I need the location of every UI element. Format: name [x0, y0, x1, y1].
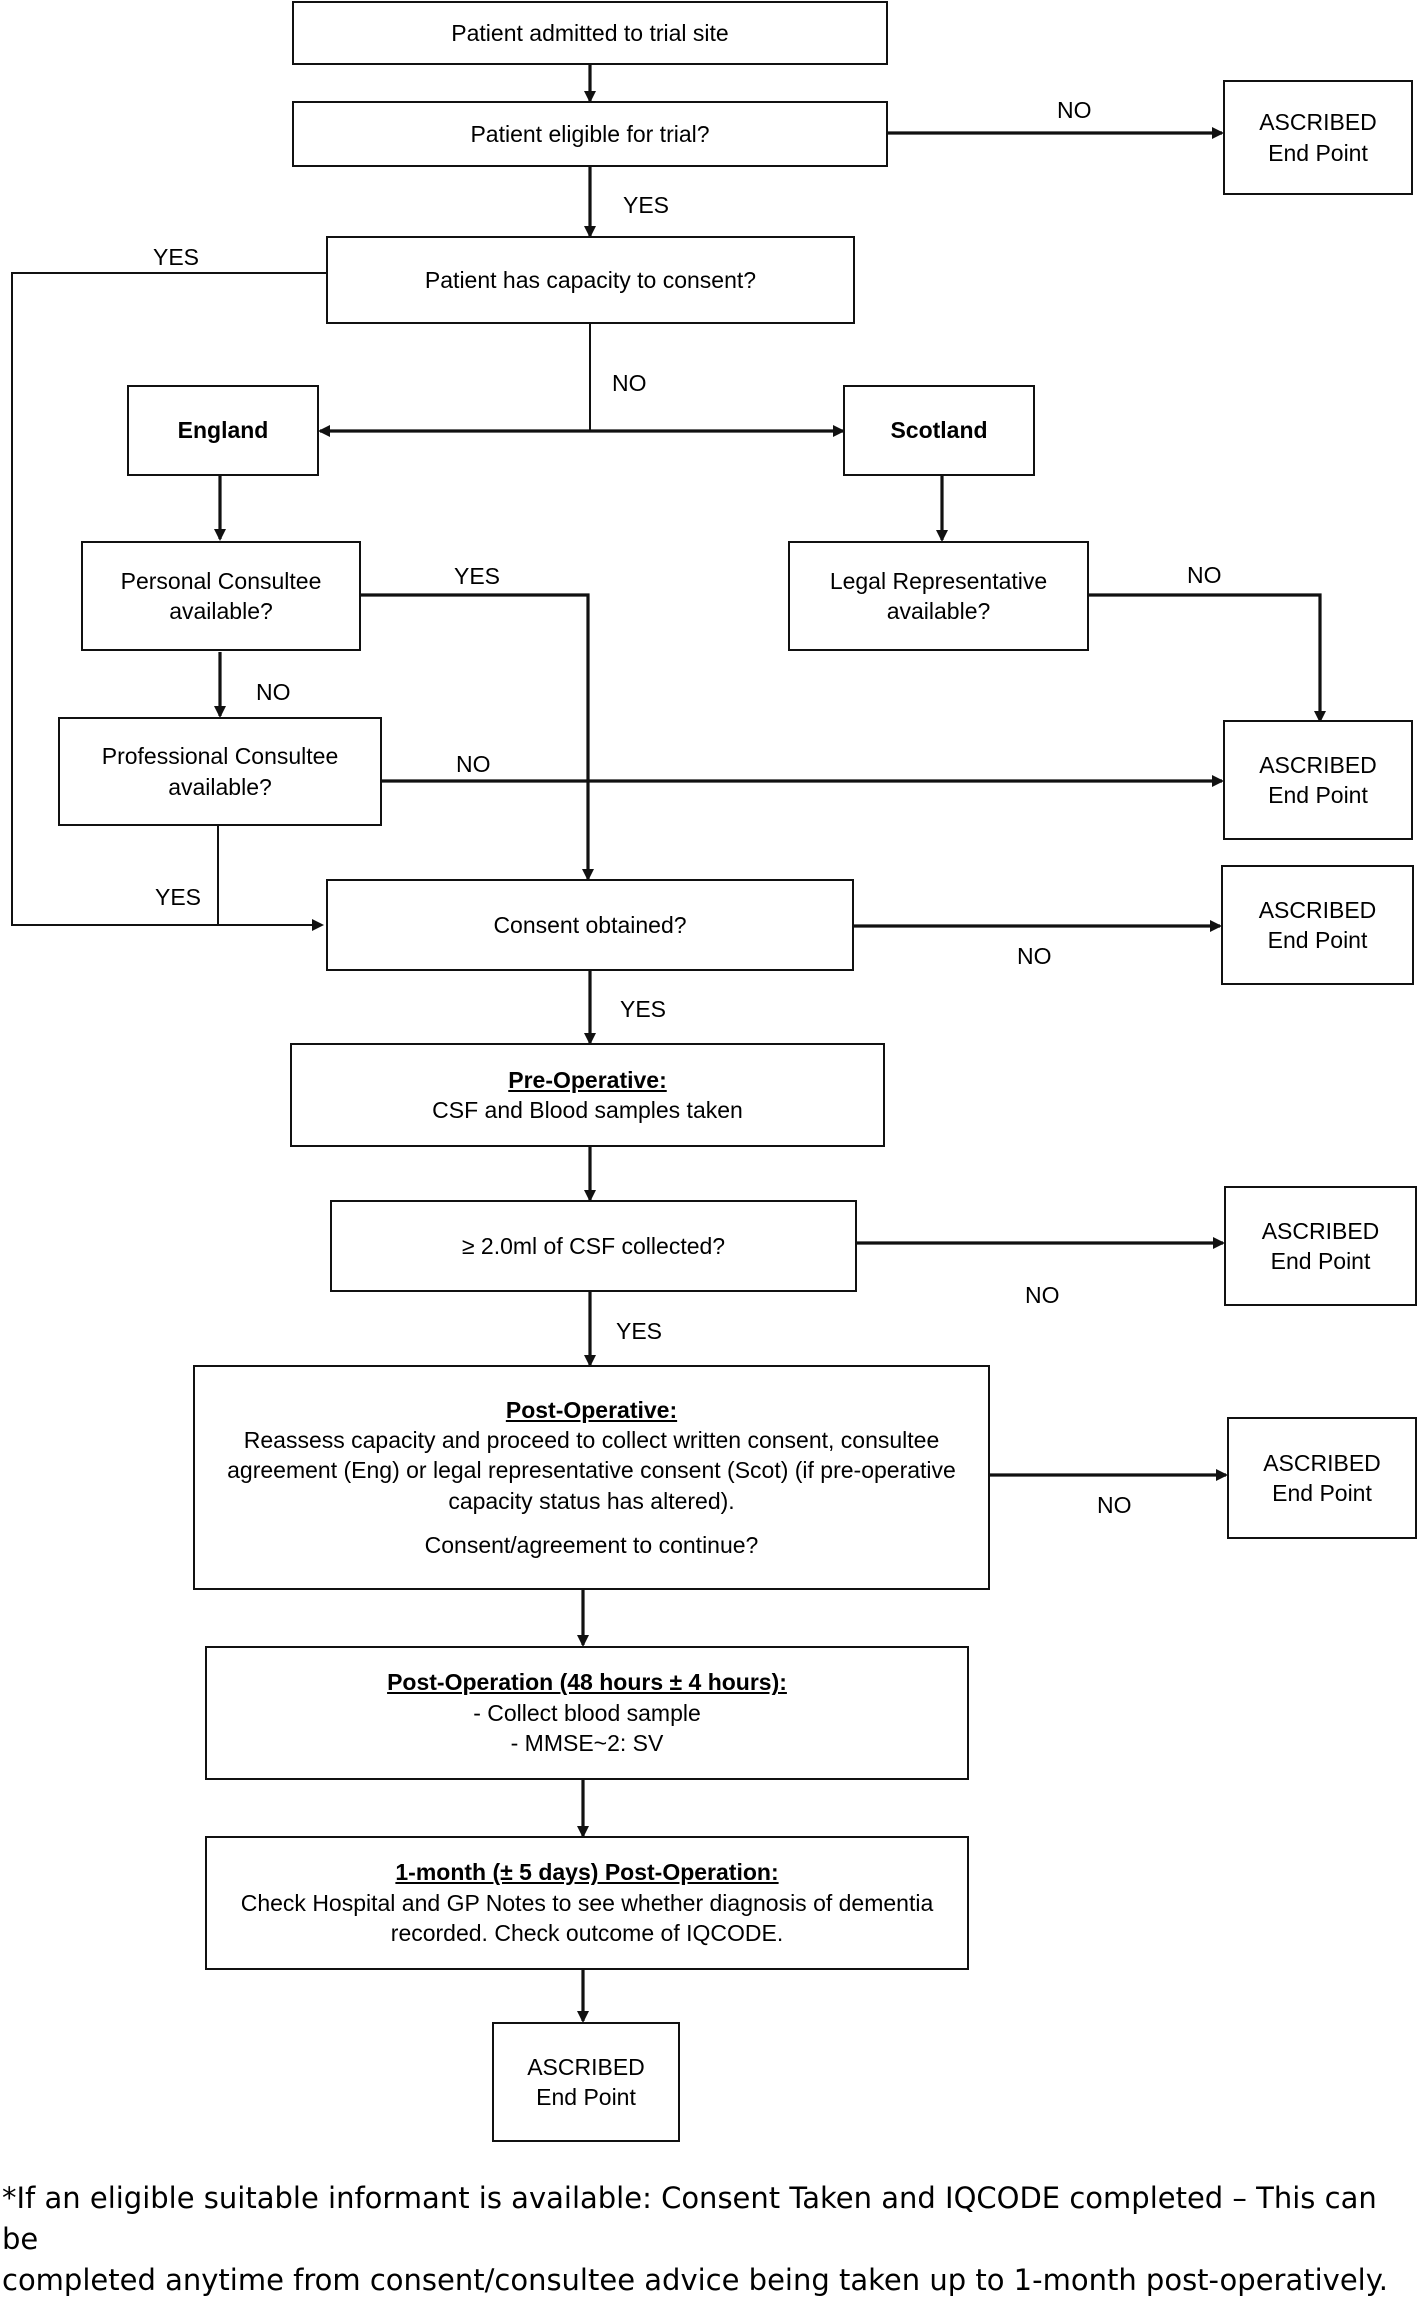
- node-admitted-text: Patient admitted to trial site: [451, 19, 729, 46]
- node-one-month: 1-month (± 5 days) Post-Operation: Check…: [205, 1836, 969, 1970]
- node-personal-line2: available?: [169, 598, 273, 624]
- node-legal-line2: available?: [886, 598, 991, 624]
- node-month-line2: recorded. Check outcome of IQCODE.: [390, 1920, 784, 1947]
- node-month-line1: Check Hospital and GP Notes to see wheth…: [240, 1889, 934, 1916]
- label-consent-no: NO: [1017, 943, 1052, 969]
- node-professional-line2: available?: [168, 773, 272, 800]
- arrow-personal-yes: [360, 593, 594, 881]
- node-post-48h: Post-Operation (48 hours ± 4 hours): - C…: [205, 1646, 969, 1780]
- endpoint-1: ASCRIBED End Point: [1223, 80, 1413, 195]
- endpoint-5-line1: ASCRIBED: [1263, 1449, 1381, 1476]
- node-consent-obtained: Consent obtained?: [326, 879, 854, 971]
- node-postop-line1: Reassess capacity and proceed to collect…: [243, 1426, 940, 1453]
- footnote: *If an eligible suitable informant is av…: [2, 2178, 1412, 2301]
- node-month-heading: 1-month (± 5 days) Post-Operation:: [395, 1859, 779, 1886]
- label-eligible-no: NO: [1057, 97, 1092, 123]
- node-csf-collected: ≥ 2.0ml of CSF collected?: [330, 1200, 857, 1292]
- node-post-operative: Post-Operative: Reassess capacity and pr…: [193, 1365, 990, 1590]
- node-professional-consultee: Professional Consultee available?: [58, 717, 382, 826]
- endpoint-5-line2: End Point: [1272, 1480, 1372, 1506]
- endpoint-final-line1: ASCRIBED: [527, 2053, 645, 2080]
- endpoint-3: ASCRIBED End Point: [1221, 865, 1414, 985]
- node-professional-line1: Professional Consultee: [101, 743, 339, 770]
- endpoint-1-line1: ASCRIBED: [1259, 109, 1377, 136]
- endpoint-2: ASCRIBED End Point: [1223, 720, 1413, 840]
- endpoint-3-line1: ASCRIBED: [1258, 896, 1377, 923]
- endpoint-4-line2: End Point: [1270, 1248, 1371, 1274]
- node-eligible: Patient eligible for trial?: [292, 101, 888, 167]
- node-postop-question: Consent/agreement to continue?: [424, 1532, 759, 1559]
- label-legal-no: NO: [1187, 562, 1222, 588]
- endpoint-1-line2: End Point: [1268, 139, 1368, 166]
- node-48h-heading: Post-Operation (48 hours ± 4 hours):: [387, 1669, 787, 1696]
- node-capacity: Patient has capacity to consent?: [326, 236, 855, 324]
- node-admitted: Patient admitted to trial site: [292, 1, 888, 65]
- label-postop-no: NO: [1097, 1492, 1132, 1518]
- label-capacity-no: NO: [612, 370, 647, 396]
- node-eligible-text: Patient eligible for trial?: [470, 120, 710, 147]
- node-postop-heading: Post-Operative:: [505, 1396, 678, 1423]
- node-preop-heading: Pre-Operative:: [508, 1066, 667, 1093]
- footnote-line1: *If an eligible suitable informant is av…: [2, 2181, 1377, 2256]
- node-england: England: [127, 385, 319, 476]
- node-postop-line2: agreement (Eng) or legal representative …: [227, 1457, 956, 1484]
- endpoint-final: ASCRIBED End Point: [492, 2022, 680, 2142]
- label-capacity-yes: YES: [153, 244, 200, 270]
- label-professional-yes: YES: [155, 884, 202, 910]
- node-csf-text: ≥ 2.0ml of CSF collected?: [461, 1232, 726, 1259]
- node-legal-representative: Legal Representative available?: [788, 541, 1089, 651]
- node-scotland-text: Scotland: [890, 417, 988, 444]
- endpoint-5: ASCRIBED End Point: [1227, 1417, 1417, 1539]
- node-legal-line1: Legal Representative: [829, 567, 1048, 594]
- label-personal-no: NO: [256, 679, 291, 705]
- node-personal-consultee: Personal Consultee available?: [81, 541, 361, 651]
- label-csf-no: NO: [1025, 1282, 1060, 1308]
- arrow-legal-no: [1088, 593, 1326, 723]
- node-48h-line1: - Collect blood sample: [473, 1699, 701, 1726]
- endpoint-2-line1: ASCRIBED: [1259, 751, 1377, 778]
- endpoint-2-line2: End Point: [1268, 782, 1368, 808]
- label-personal-yes: YES: [454, 563, 501, 589]
- node-preop-text: CSF and Blood samples taken: [432, 1097, 743, 1123]
- label-consent-yes: YES: [620, 996, 667, 1022]
- endpoint-4-line1: ASCRIBED: [1261, 1217, 1380, 1244]
- node-48h-line2: - MMSE~2: SV: [510, 1730, 664, 1757]
- node-postop-line3: capacity status has altered).: [448, 1487, 735, 1514]
- endpoint-3-line2: End Point: [1267, 927, 1368, 953]
- node-england-text: England: [177, 417, 269, 444]
- label-csf-yes: YES: [616, 1318, 663, 1344]
- node-personal-line1: Personal Consultee: [120, 567, 322, 594]
- endpoint-4: ASCRIBED End Point: [1224, 1186, 1417, 1306]
- arrow-capacity-yes: [11, 272, 326, 931]
- node-capacity-text: Patient has capacity to consent?: [424, 266, 757, 293]
- endpoint-final-line2: End Point: [536, 2084, 636, 2110]
- label-eligible-yes: YES: [623, 192, 670, 218]
- footnote-line2: completed anytime from consent/consultee…: [2, 2263, 1388, 2297]
- node-consent-text: Consent obtained?: [493, 911, 687, 938]
- node-pre-operative: Pre-Operative: CSF and Blood samples tak…: [290, 1043, 885, 1147]
- label-professional-no: NO: [456, 751, 491, 777]
- node-scotland: Scotland: [843, 385, 1035, 476]
